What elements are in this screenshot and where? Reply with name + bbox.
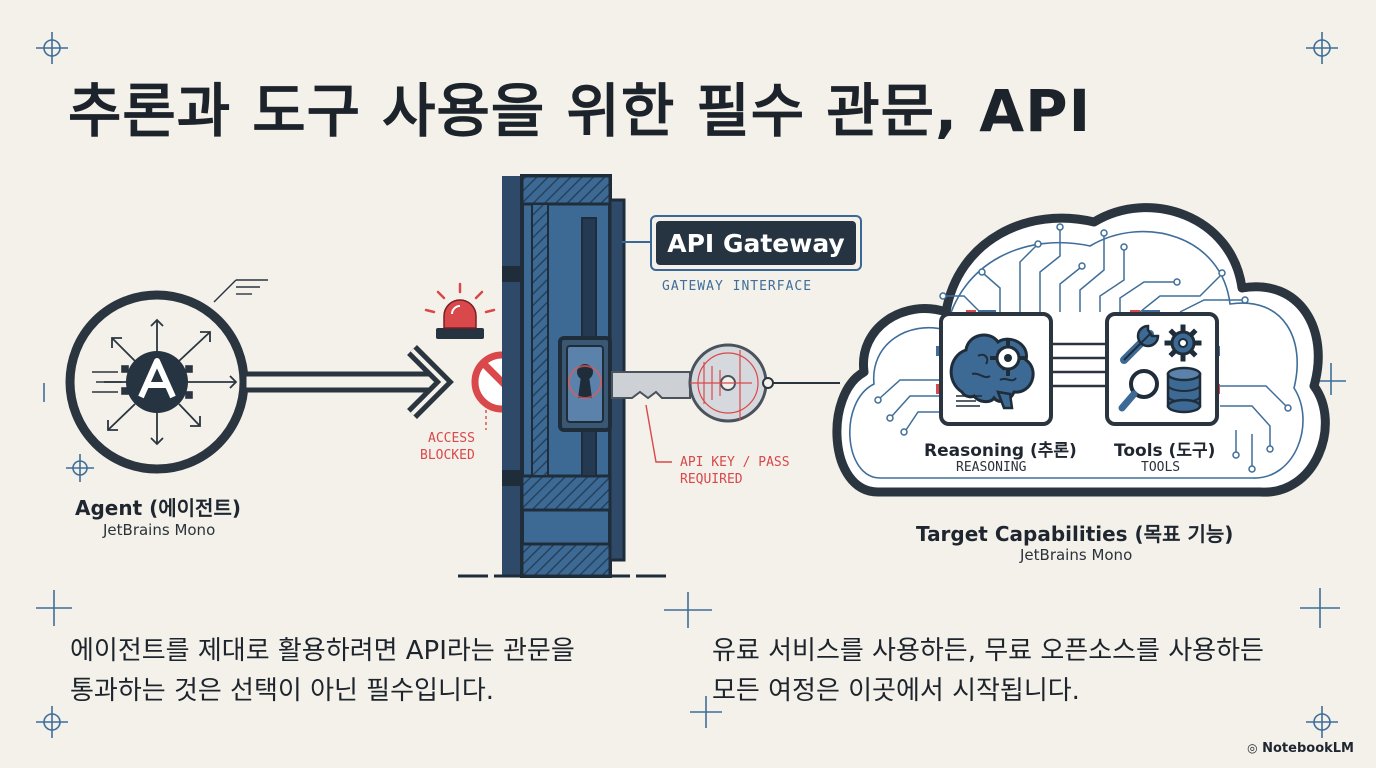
notebooklm-label: NotebookLM bbox=[1262, 741, 1354, 756]
right-paragraph-line-1: 유료 서비스를 사용하든, 무료 오픈소스를 사용하든 bbox=[712, 636, 1264, 666]
reasoning-card bbox=[939, 312, 1053, 426]
page-title: 추론과 도구 사용을 위한 필수 관문, API bbox=[68, 77, 1092, 145]
target-capabilities-label: Target Capabilities (목표 기능) bbox=[916, 522, 1234, 546]
reasoning-label: Reasoning (추론) bbox=[924, 441, 1077, 461]
access-blocked-line-2: BLOCKED bbox=[420, 448, 475, 463]
crosshair-mark bbox=[1306, 32, 1338, 64]
crosshair-mark bbox=[36, 706, 68, 738]
database-icon bbox=[1166, 366, 1202, 414]
brain-gear-icon bbox=[949, 333, 1035, 410]
magnifier-icon bbox=[1118, 369, 1159, 412]
agent-icon bbox=[65, 290, 249, 474]
notebooklm-logo-icon: ◎ bbox=[1247, 741, 1258, 755]
gateway-sublabel: GATEWAY INTERFACE bbox=[662, 279, 813, 294]
api-gateway-box: API Gateway bbox=[650, 215, 862, 271]
cloud-circuit-traces bbox=[874, 223, 1292, 473]
api-key-callout bbox=[645, 404, 672, 463]
api-gateway-label: API Gateway bbox=[656, 221, 856, 265]
plus-mark bbox=[1300, 588, 1340, 628]
gateway-gate bbox=[458, 174, 668, 578]
alarm-siren-icon bbox=[424, 282, 496, 339]
agent-label: Agent (에이전트) bbox=[75, 496, 242, 520]
reasoning-sublabel: REASONING bbox=[956, 460, 1027, 475]
access-blocked-line-1: ACCESS bbox=[428, 431, 475, 446]
target-capabilities-font-note: JetBrains Mono bbox=[1020, 546, 1133, 564]
api-key-line-2: REQUIRED bbox=[680, 472, 743, 487]
agent-to-gateway-arrow bbox=[241, 345, 454, 419]
right-paragraph-line-2: 모든 여정은 이곳에서 시작됩니다. bbox=[712, 676, 1080, 706]
api-key-icon bbox=[611, 343, 768, 423]
registration-marks bbox=[36, 32, 1346, 738]
plus-mark bbox=[690, 696, 722, 728]
tools-sublabel: TOOLS bbox=[1141, 460, 1181, 475]
left-paragraph-line-1: 에이전트를 제대로 활용하려면 API라는 관문을 bbox=[70, 636, 575, 666]
gear-icon bbox=[1164, 324, 1202, 362]
crosshair-mark bbox=[1306, 706, 1338, 738]
agent-callout-lines bbox=[213, 279, 268, 303]
key-to-cloud-connector bbox=[762, 377, 840, 389]
tools-label: Tools (도구) bbox=[1114, 441, 1216, 461]
plus-mark bbox=[36, 590, 72, 626]
tools-card bbox=[1105, 312, 1219, 426]
agent-font-note: JetBrains Mono bbox=[103, 521, 216, 539]
notebooklm-branding: ◎ NotebookLM bbox=[1247, 741, 1354, 756]
left-paragraph-line-2: 통과하는 것은 선택이 아닌 필수입니다. bbox=[70, 676, 495, 706]
card-bus-lines bbox=[1051, 342, 1107, 388]
api-key-line-1: API KEY / PASS bbox=[680, 455, 790, 470]
crosshair-mark bbox=[36, 32, 68, 64]
plus-mark bbox=[664, 592, 712, 628]
wrench-icon bbox=[1120, 324, 1160, 364]
crosshair-mark bbox=[66, 454, 94, 482]
